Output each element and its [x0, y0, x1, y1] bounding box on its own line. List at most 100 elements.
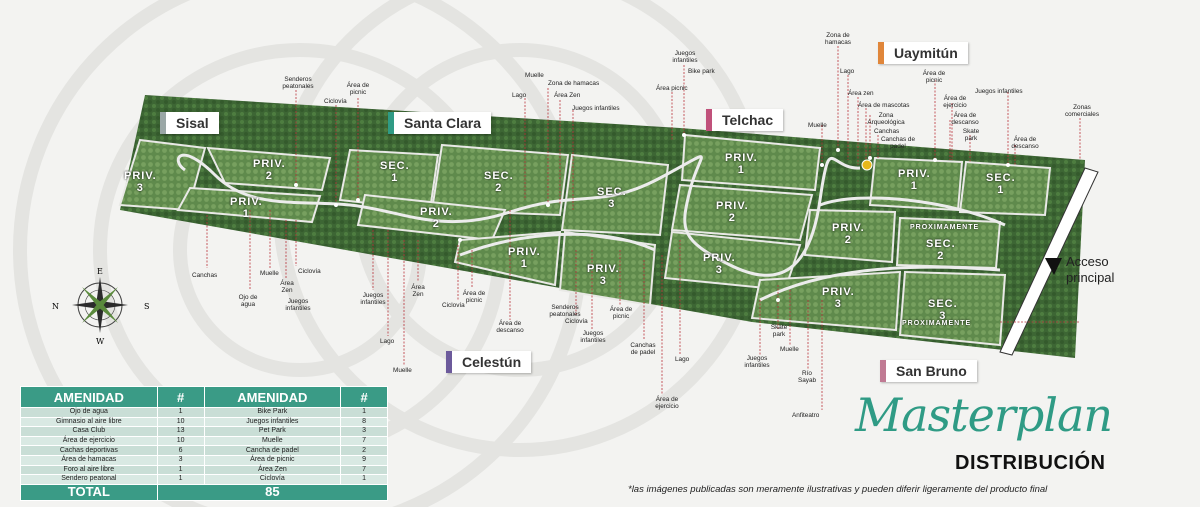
poi-label: Ojo de agua: [238, 294, 258, 308]
poi-label: Bike park: [688, 68, 715, 75]
poi-label: Área de mascotas: [858, 102, 910, 109]
uay-sec-1: [958, 160, 1052, 217]
zone-tag-telchac[interactable]: Telchac: [706, 109, 784, 131]
masterplan-title: Masterplan: [855, 388, 1113, 442]
plot-label: SEC.2: [484, 170, 514, 194]
sisal-priv-2: [206, 146, 332, 192]
poi-label: Río Sayab: [797, 370, 817, 384]
sb-sec-3: [898, 270, 1007, 347]
poi-label: Juegos infantiles: [975, 88, 1023, 95]
poi-label: Canchas de padel: [630, 342, 656, 356]
uay-priv-2: [803, 208, 897, 264]
proximamente-label: PROXIMAMENTE: [902, 320, 972, 327]
poi-label: Juegos infantiles: [580, 330, 606, 344]
plot-label: PRIV.1: [725, 152, 758, 176]
poi-label: Canchas: [874, 128, 900, 135]
poi-label: Área de picnic: [346, 82, 370, 96]
col-header: #: [156, 386, 205, 408]
poi-label: Lago: [512, 92, 527, 99]
plot-label: PRIV.1: [898, 168, 931, 192]
poi-label: Muelle: [393, 367, 412, 374]
poi-label: Skate park: [962, 128, 980, 142]
zone-tag-sisal[interactable]: Sisal: [160, 112, 219, 134]
table-header-row: AMENIDAD # AMENIDAD #: [20, 386, 388, 408]
total-value: 85: [156, 483, 389, 501]
poi-label: Ciclovía: [324, 98, 347, 105]
zone-tag-uaymitun[interactable]: Uaymitún: [878, 42, 968, 64]
poi-label: Anfiteatro: [792, 412, 820, 419]
poi-label: Ciclovía: [565, 318, 588, 325]
poi-label: Área de picnic: [609, 306, 633, 320]
poi-label: Muelle: [780, 346, 799, 353]
main-access-label: Acceso principal: [1066, 254, 1115, 285]
poi-label: Canchas: [192, 272, 218, 279]
zone-tag-celestun[interactable]: Celestún: [446, 351, 532, 373]
poi-label: Área de descanso: [496, 320, 524, 334]
table-total-row: TOTAL 85: [20, 483, 389, 501]
poi-label: Zona de hamacas: [825, 32, 851, 46]
plot-label: PRIV.2: [420, 206, 453, 230]
poi-label: Juegos infantiles: [744, 355, 770, 369]
plot-label: SEC.2: [926, 238, 956, 262]
compass-n: N: [52, 302, 59, 311]
poi-label: Área Zen: [280, 280, 294, 294]
poi-label: Lago: [840, 68, 855, 75]
poi-label: Lago: [380, 338, 395, 345]
poi-label: Área zen: [848, 90, 874, 97]
uay-sec-2: [895, 216, 1002, 270]
poi-label: Área Zen: [554, 92, 581, 99]
tel-priv-2: [670, 183, 814, 242]
poi-label: Muelle: [525, 72, 544, 79]
compass-rose-icon: E N S W: [52, 267, 149, 345]
poi-label: Senderos peatonales: [549, 304, 581, 318]
distribucion-subtitle: DISTRIBUCIÓN: [955, 452, 1106, 474]
plot-label: PRIV.3: [124, 170, 157, 194]
plot-label: PRIV.1: [508, 246, 541, 270]
proximamente-label: PROXIMAMENTE: [910, 224, 980, 231]
poi-label: Juegos infantiles: [285, 298, 311, 312]
plot-label: PRIV.3: [587, 263, 620, 287]
plot-label: SEC.1: [986, 172, 1016, 196]
poi-label: Área de picnic: [462, 290, 486, 304]
poi-label: Lago: [675, 356, 690, 363]
access-arrow: [1045, 258, 1062, 275]
poi-label: Área picnic: [656, 85, 688, 92]
plot-label: PRIV.2: [253, 158, 286, 182]
poi-label: Área Zen: [411, 284, 425, 298]
total-label: TOTAL: [20, 483, 158, 501]
compass-e: E: [97, 267, 103, 276]
poi-label: Zonas comerciales: [1064, 104, 1100, 118]
poi-label: Juegos infantiles: [672, 50, 698, 64]
poi-label: Zona Arqueológica: [867, 112, 905, 126]
poi-label: Área de descanso: [1011, 136, 1039, 150]
disclaimer-text: *las imágenes publicadas son meramente i…: [628, 484, 1048, 495]
poi-label: Área de picnic: [922, 70, 946, 84]
col-header: AMENIDAD: [20, 386, 158, 408]
poi-label: Área de ejercicio: [943, 95, 967, 109]
plot-label: SEC.3: [597, 186, 627, 210]
zone-tag-san-bruno[interactable]: San Bruno: [880, 360, 977, 382]
plot-label: PRIV.2: [832, 222, 865, 246]
col-header: AMENIDAD: [203, 386, 342, 408]
poi-label: Juegos infantiles: [572, 105, 620, 112]
plot-label: SEC.1: [380, 160, 410, 184]
plot-label: PRIV.3: [822, 286, 855, 310]
plot-label: PRIV.1: [230, 196, 263, 220]
poi-label: Zona de hamacas: [548, 80, 600, 87]
poi-label: Muelle: [808, 122, 827, 129]
poi-label: Juegos infantiles: [360, 292, 386, 306]
poi-label: Área de ejercicio: [655, 396, 679, 410]
plot-label: PRIV.2: [716, 200, 749, 224]
compass-s: S: [144, 302, 149, 311]
zone-tag-santa-clara[interactable]: Santa Clara: [388, 112, 492, 134]
